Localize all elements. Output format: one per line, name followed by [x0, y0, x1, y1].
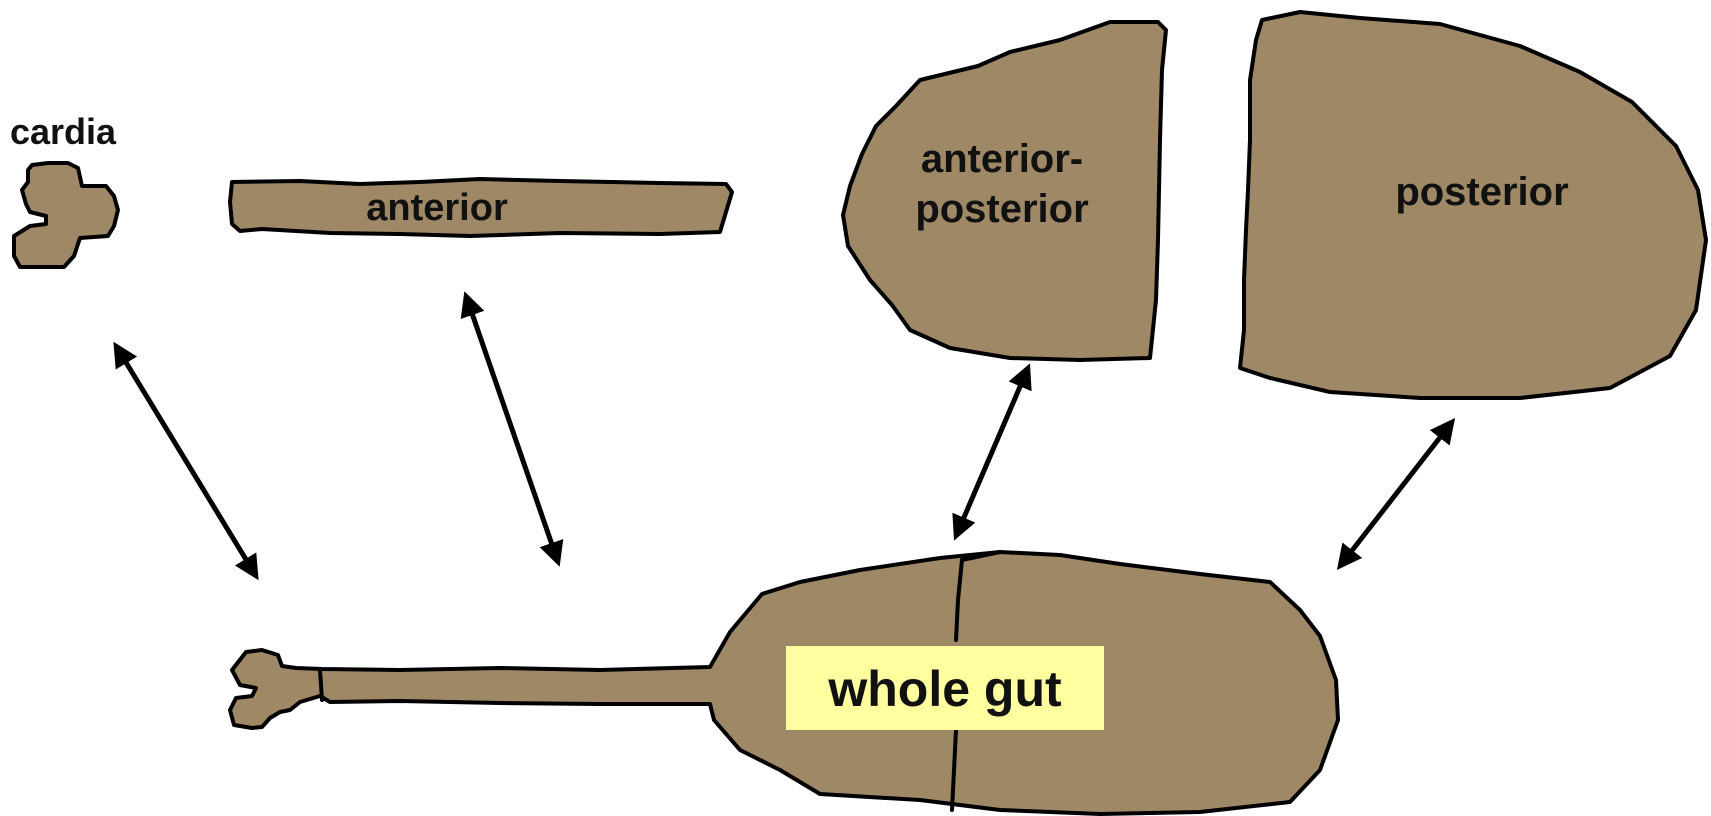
arrow-cardia-to-whole-gut	[116, 346, 256, 576]
anterior-posterior-label-line2: posterior	[915, 187, 1088, 231]
cardia-piece: cardia	[10, 111, 118, 267]
anterior-posterior-piece: anterior- posterior	[843, 22, 1166, 360]
posterior-piece: posterior	[1240, 12, 1706, 398]
whole-gut: whole gut	[230, 552, 1338, 814]
anterior-piece: anterior	[230, 179, 732, 236]
anterior-label: anterior	[366, 187, 508, 229]
arrow-posterior-to-whole-gut	[1340, 422, 1452, 566]
posterior-label: posterior	[1395, 170, 1568, 214]
arrow-anterior-to-whole-gut	[466, 296, 558, 562]
cardia-junction	[320, 670, 322, 700]
arrow-anterior-posterior-to-whole-gut	[956, 368, 1028, 536]
anterior-posterior-label-line1: anterior-	[921, 137, 1083, 181]
whole-gut-label: whole gut	[827, 661, 1062, 717]
cardia-label: cardia	[10, 111, 117, 152]
